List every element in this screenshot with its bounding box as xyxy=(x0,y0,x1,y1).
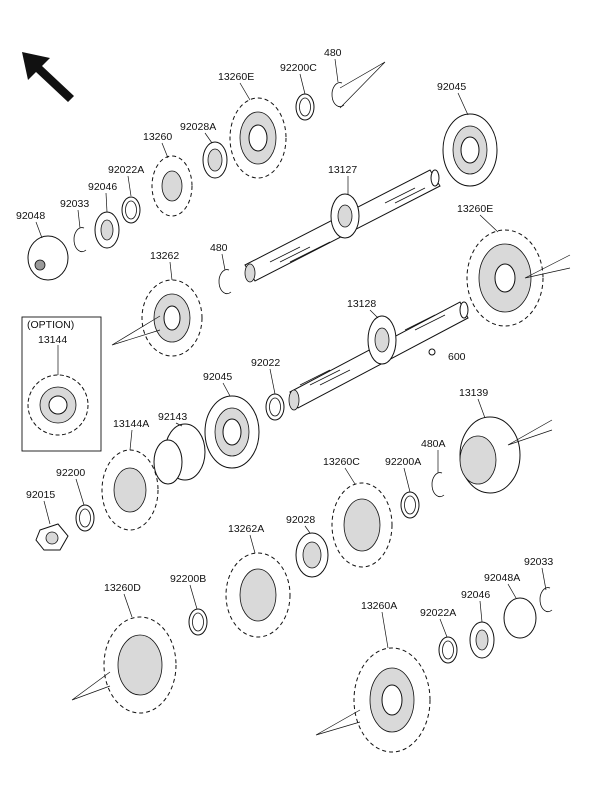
label-13144A: 13144A xyxy=(113,418,149,430)
label-13260C: 13260C xyxy=(323,456,360,468)
label-92022: 92022 xyxy=(251,357,280,369)
label-600: 600 xyxy=(448,351,466,363)
label-13260A: 13260A xyxy=(361,600,397,612)
label-13262A: 13262A xyxy=(228,523,264,535)
label-92143: 92143 xyxy=(158,411,187,423)
gear-13262A xyxy=(225,552,291,638)
bearing-92045-top xyxy=(442,113,498,187)
label-480-mid: 480 xyxy=(210,242,228,254)
label-92048: 92048 xyxy=(16,210,45,222)
gear-13260D xyxy=(103,616,177,714)
label-92045-mid: 92045 xyxy=(203,371,232,383)
label-92028: 92028 xyxy=(286,514,315,526)
label-92200C: 92200C xyxy=(280,62,317,74)
bearing-92028 xyxy=(295,532,329,578)
label-92033-top: 92033 xyxy=(60,198,89,210)
collar-92048A xyxy=(503,597,537,639)
gear-13260E-top xyxy=(229,97,287,179)
label-13262: 13262 xyxy=(150,250,179,262)
label-480-top: 480 xyxy=(324,47,342,59)
label-13260: 13260 xyxy=(143,131,172,143)
label-13128: 13128 xyxy=(347,298,376,310)
gear-13260A xyxy=(353,647,431,753)
sprocket-13144-icon xyxy=(27,374,89,436)
label-13260E-top: 13260E xyxy=(218,71,254,83)
label-92200A: 92200A xyxy=(385,456,421,468)
label-13260E-right: 13260E xyxy=(457,203,493,215)
label-92200B: 92200B xyxy=(170,573,206,585)
label-92022A-bot: 92022A xyxy=(420,607,456,619)
gear-13260E-right xyxy=(466,229,544,327)
nut-92015 xyxy=(35,523,69,551)
collar-92048 xyxy=(27,235,69,281)
label-92200: 92200 xyxy=(56,467,85,479)
bushing-92143 xyxy=(153,423,206,485)
option-box: (OPTION) 13144 xyxy=(21,316,102,452)
direction-arrow-icon xyxy=(22,52,74,102)
label-480A: 480A xyxy=(421,438,446,450)
label-leaders xyxy=(35,58,547,649)
upper-shaft-13127 xyxy=(244,169,441,283)
lower-shaft-13128 xyxy=(288,301,469,411)
label-92033-bot: 92033 xyxy=(524,556,553,568)
label-13139: 13139 xyxy=(459,387,488,399)
bearing-92045-mid xyxy=(204,395,260,469)
label-13127: 13127 xyxy=(328,164,357,176)
option-part-label: 13144 xyxy=(38,334,67,346)
sprocket-13144A xyxy=(101,449,159,531)
gear-13262 xyxy=(141,279,203,357)
hub-13139 xyxy=(459,416,521,494)
label-92028A: 92028A xyxy=(180,121,216,133)
label-92048A: 92048A xyxy=(484,572,520,584)
label-92046-bot: 92046 xyxy=(461,589,490,601)
needle-bearing-92046-top xyxy=(94,211,120,249)
label-92022A-top: 92022A xyxy=(108,164,144,176)
part-labels: 480 92200C 13260E 92045 92028A 13260 920… xyxy=(16,47,553,619)
label-92015: 92015 xyxy=(26,489,55,501)
label-92046-top: 92046 xyxy=(88,181,117,193)
label-92045-top: 92045 xyxy=(437,81,466,93)
label-13260D: 13260D xyxy=(104,582,141,594)
option-caption: (OPTION) xyxy=(27,319,74,331)
gear-13260 xyxy=(151,155,193,217)
needle-bearing-92046-bot xyxy=(469,621,495,659)
bearing-92028A xyxy=(202,141,228,179)
gear-13260C xyxy=(331,482,393,568)
